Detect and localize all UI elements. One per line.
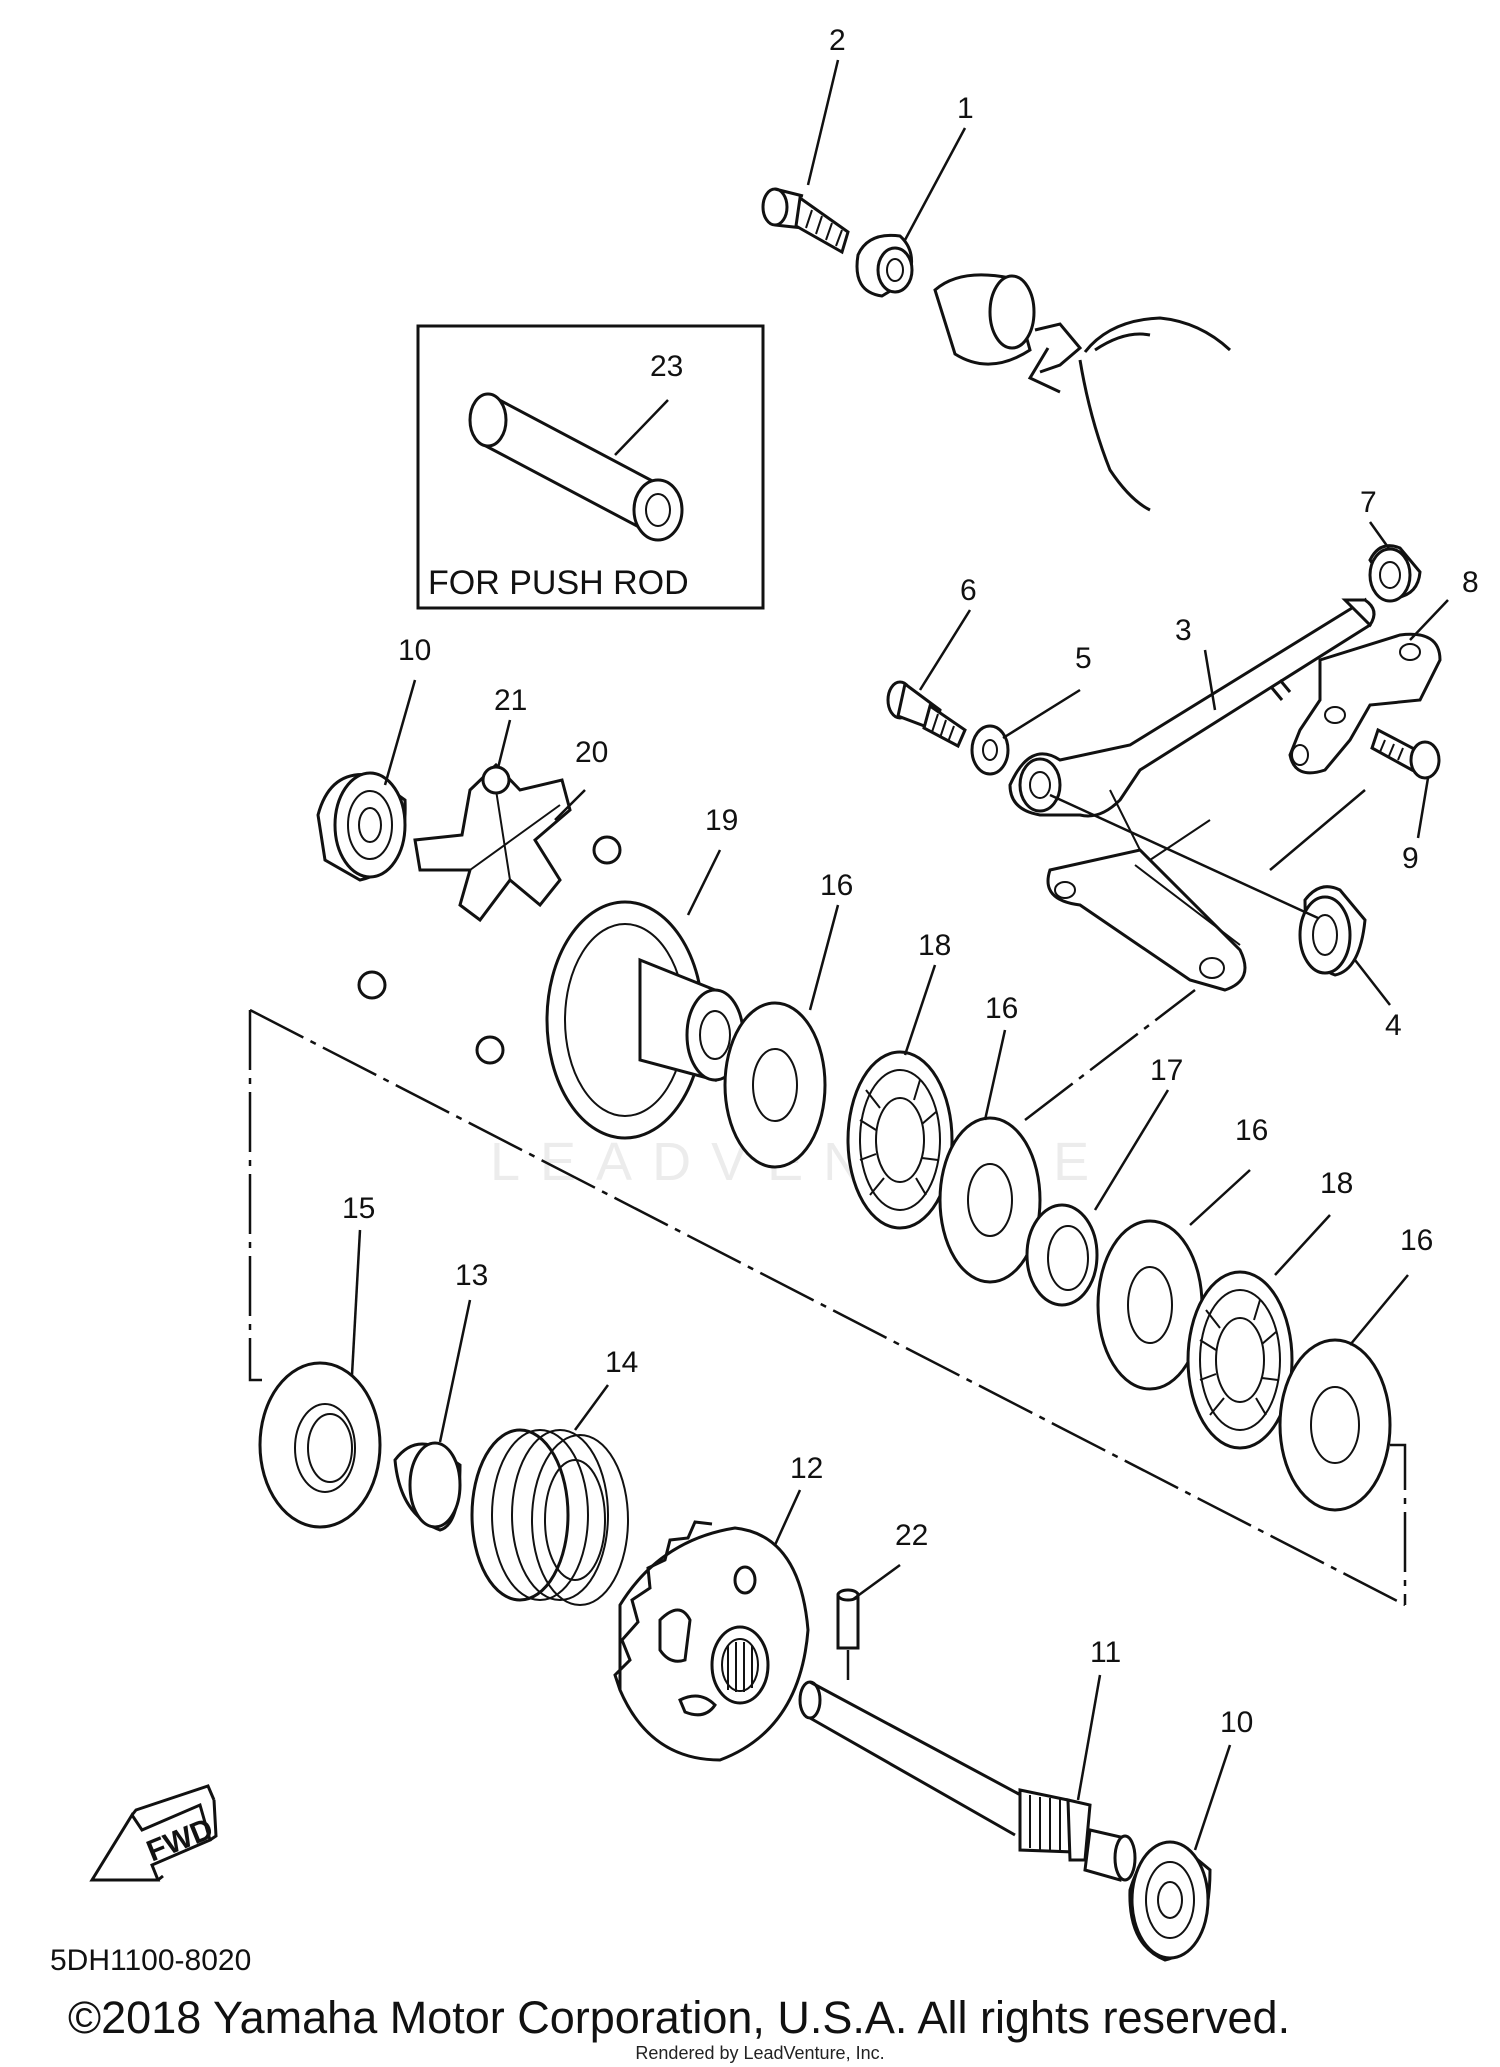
part-7-collar bbox=[1368, 544, 1422, 603]
callout-14: 14 bbox=[605, 1346, 638, 1379]
push-rod-inset: FOR PUSH ROD bbox=[416, 324, 765, 610]
callout-20: 20 bbox=[575, 736, 608, 769]
motor-assembly bbox=[933, 273, 1232, 512]
part-6-bolt bbox=[886, 680, 967, 749]
callout-4: 4 bbox=[1385, 1009, 1402, 1042]
inset-label: FOR PUSH ROD bbox=[428, 564, 689, 602]
callout-9: 9 bbox=[1402, 842, 1419, 875]
part-17-collar bbox=[1025, 1203, 1099, 1307]
callout-3: 3 bbox=[1175, 614, 1192, 647]
part-16-washer-a bbox=[723, 1001, 827, 1169]
part-1-collar bbox=[855, 233, 914, 298]
diagram-code: 5DH1100-8020 bbox=[50, 1944, 251, 1977]
callout-6: 6 bbox=[960, 574, 977, 607]
callout-1: 1 bbox=[957, 92, 974, 125]
callout-22: 22 bbox=[895, 1519, 928, 1552]
part-8-bracket bbox=[1288, 632, 1442, 775]
part-21-balls bbox=[357, 765, 622, 1065]
callout-11: 11 bbox=[1090, 1636, 1121, 1669]
part-20-star-plate bbox=[413, 762, 572, 923]
callout-19: 19 bbox=[705, 804, 738, 837]
copyright-text: ©2018 Yamaha Motor Corporation, U.S.A. A… bbox=[68, 1992, 1291, 2043]
part-16-washer-c bbox=[1096, 1219, 1204, 1391]
part-5-washer bbox=[970, 724, 1010, 776]
callout-10-lower: 10 bbox=[1220, 1706, 1253, 1739]
fwd-arrow-icon: FWD bbox=[89, 1784, 218, 1882]
frame-right bbox=[1390, 1443, 1407, 1605]
callout-16-b: 16 bbox=[985, 992, 1018, 1025]
callout-16-d: 16 bbox=[1400, 1224, 1433, 1257]
part-10-bearing-lower bbox=[1128, 1840, 1212, 1962]
callout-7: 7 bbox=[1360, 486, 1377, 519]
callout-18-a: 18 bbox=[918, 929, 951, 962]
callout-5: 5 bbox=[1075, 642, 1092, 675]
part-19-gear-sleeve bbox=[545, 900, 745, 1140]
part-18-bearing-a bbox=[846, 1050, 954, 1230]
frame-left bbox=[248, 1010, 262, 1382]
part-3-lever bbox=[1008, 597, 1376, 992]
callout-23: 23 bbox=[650, 350, 683, 383]
part-12-gear bbox=[613, 1520, 810, 1762]
callout-13: 13 bbox=[455, 1259, 488, 1292]
callout-16-a: 16 bbox=[820, 869, 853, 902]
frame-lever bbox=[1024, 989, 1196, 1121]
callout-2: 2 bbox=[829, 24, 846, 57]
callout-10-upper: 10 bbox=[398, 634, 431, 667]
callout-18-b: 18 bbox=[1320, 1167, 1353, 1200]
part-16-washer-b bbox=[938, 1116, 1042, 1284]
callout-21: 21 bbox=[494, 684, 527, 717]
leader-lines bbox=[350, 59, 1449, 1851]
part-23-push-rod bbox=[468, 392, 684, 542]
callout-16-c: 16 bbox=[1235, 1114, 1268, 1147]
part-11-shaft bbox=[798, 1680, 1137, 1882]
callout-17: 17 bbox=[1150, 1054, 1183, 1087]
frame-diagonal bbox=[249, 1008, 1406, 1607]
part-18-bearing-b bbox=[1186, 1270, 1294, 1450]
part-9-bolt bbox=[1370, 727, 1441, 780]
part-10-bearing-upper bbox=[316, 771, 407, 882]
part-2-bolt bbox=[761, 187, 850, 255]
part-15-seal bbox=[258, 1361, 382, 1529]
callout-15: 15 bbox=[342, 1192, 375, 1225]
part-14-spring bbox=[470, 1428, 629, 1606]
part-16-washer-d bbox=[1278, 1338, 1392, 1512]
part-22-pin bbox=[836, 1588, 860, 1680]
callout-12: 12 bbox=[790, 1452, 823, 1485]
callout-8: 8 bbox=[1462, 566, 1479, 599]
part-13-collar bbox=[393, 1441, 462, 1532]
rendered-by-text: Rendered by LeadVenture, Inc. bbox=[635, 2043, 885, 2063]
